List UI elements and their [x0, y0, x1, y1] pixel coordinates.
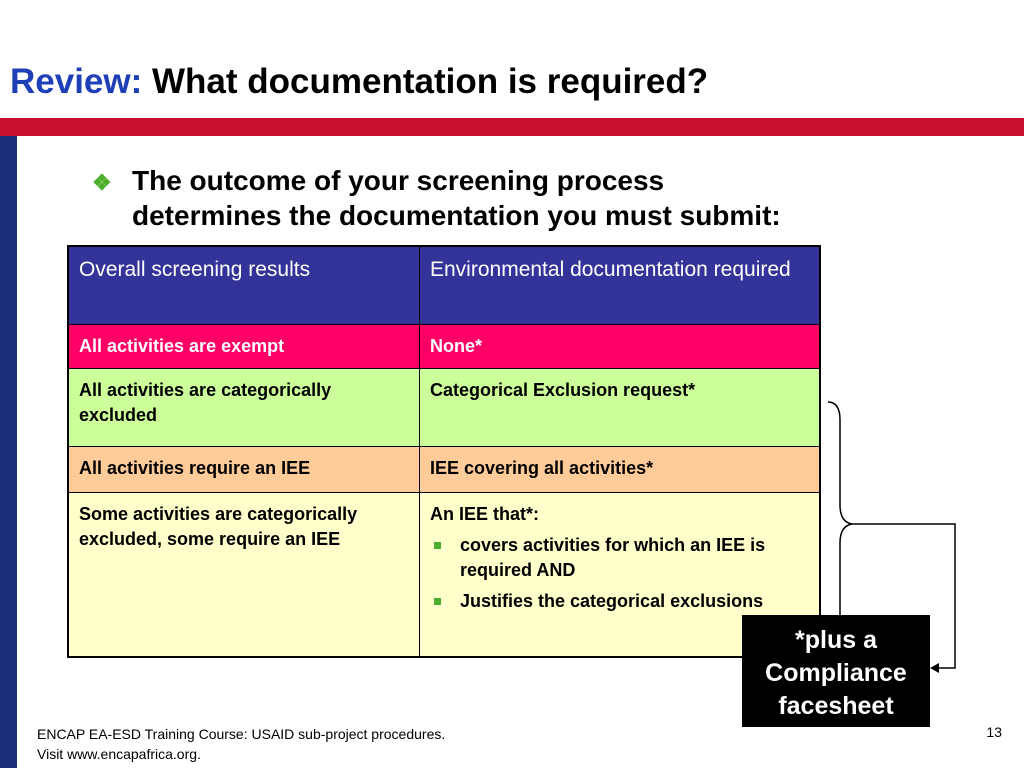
slide-title: Review: What documentation is required?: [10, 62, 708, 102]
title-divider-bar: [0, 118, 1024, 136]
table-row: Some activities are categorically exclud…: [67, 491, 821, 658]
footer-line-2: Visit www.encapafrica.org.: [37, 746, 201, 762]
table-row: All activities are exempt None*: [67, 323, 821, 369]
list-item: covers activities for which an IEE is re…: [430, 533, 809, 583]
doc-sub-list: covers activities for which an IEE is re…: [430, 533, 809, 614]
doc-cell: None*: [419, 323, 821, 369]
page-number: 13: [986, 724, 1002, 740]
result-cell: All activities are categorically exclude…: [67, 367, 420, 447]
list-item: Justifies the categorical exclusions: [430, 589, 809, 614]
callout-line-2: Compliance: [765, 659, 907, 687]
list-item-text: Justifies the categorical exclusions: [460, 590, 764, 611]
footer-text: ENCAP EA-ESD Training Course: USAID sub-…: [37, 724, 445, 764]
doc-cell: IEE covering all activities*: [419, 445, 821, 493]
title-accent: Review:: [10, 62, 143, 101]
compliance-callout-box: *plus a Compliance facesheet: [742, 615, 930, 727]
result-cell: All activities require an IEE: [67, 445, 420, 493]
table-row: All activities require an IEE IEE coveri…: [67, 445, 821, 493]
footer-line-1: ENCAP EA-ESD Training Course: USAID sub-…: [37, 726, 446, 742]
diamond-bullet-icon: ❖: [92, 170, 112, 195]
result-cell: Some activities are categorically exclud…: [67, 491, 420, 658]
header-cell-results: Overall screening results: [67, 245, 420, 325]
main-bullet: ❖ The outcome of your screening process …: [92, 163, 972, 233]
doc-cell: An IEE that*: covers activities for whic…: [419, 491, 821, 658]
documentation-table: Overall screening results Environmental …: [67, 245, 821, 658]
doc-cell-intro: An IEE that*:: [430, 503, 540, 524]
bullet-line-1: The outcome of your screening process: [132, 165, 665, 196]
table-header-row: Overall screening results Environmental …: [67, 245, 821, 325]
table-row: All activities are categorically exclude…: [67, 367, 821, 447]
result-cell: All activities are exempt: [67, 323, 420, 369]
doc-cell: Categorical Exclusion request*: [419, 367, 821, 447]
square-bullet-icon: [434, 597, 441, 605]
list-item-text: covers activities for which an IEE is re…: [460, 534, 766, 580]
square-bullet-icon: [434, 541, 441, 549]
title-text: What documentation is required?: [152, 62, 709, 101]
header-cell-documentation: Environmental documentation required: [419, 245, 821, 325]
bullet-line-2: determines the documentation you must su…: [132, 200, 781, 231]
callout-line-1: *plus a: [795, 626, 877, 654]
left-accent-bar: [0, 136, 17, 768]
callout-line-3: facesheet: [778, 692, 894, 720]
